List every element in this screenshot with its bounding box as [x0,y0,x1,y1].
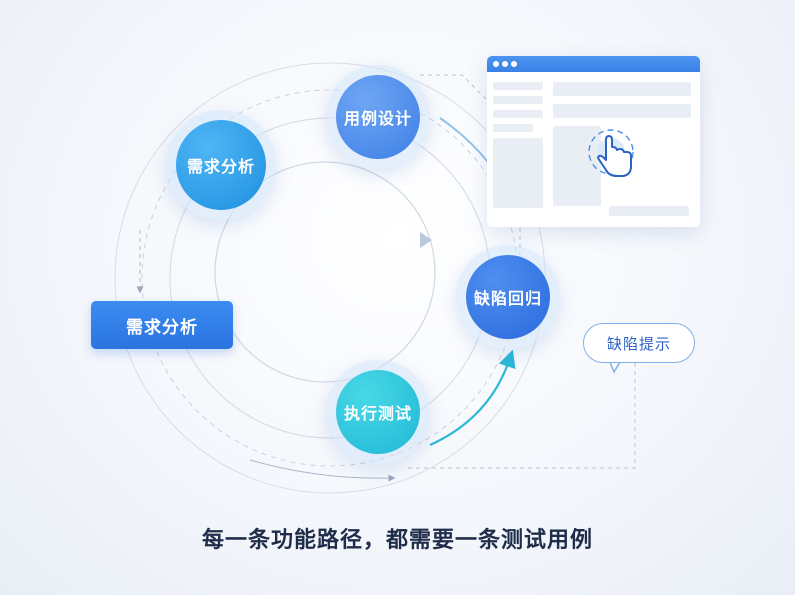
node-requirement-analysis-label: 需求分析 [186,157,255,176]
node-execute-test: 执行测试 [336,370,420,454]
node-execute-test-label: 执行测试 [343,404,412,423]
node-defect-regression-label: 缺陷回归 [473,289,542,308]
requirement-analysis-box-label: 需求分析 [126,317,198,338]
browser-window-icon [487,56,700,227]
page-caption: 每一条功能路径，都需要一条测试用例 [201,528,593,553]
pointer-hand-icon [588,129,634,177]
node-case-design-label: 用例设计 [343,109,412,128]
node-defect-regression: 缺陷回归 [466,255,550,339]
node-case-design: 用例设计 [336,75,420,159]
defect-hint-label: 缺陷提示 [606,334,671,353]
defect-hint-bubble: 缺陷提示 [583,323,695,363]
requirement-analysis-box: 需求分析 [91,301,233,349]
node-requirement-analysis: 需求分析 [176,120,266,210]
browser-title-bar [487,56,700,72]
